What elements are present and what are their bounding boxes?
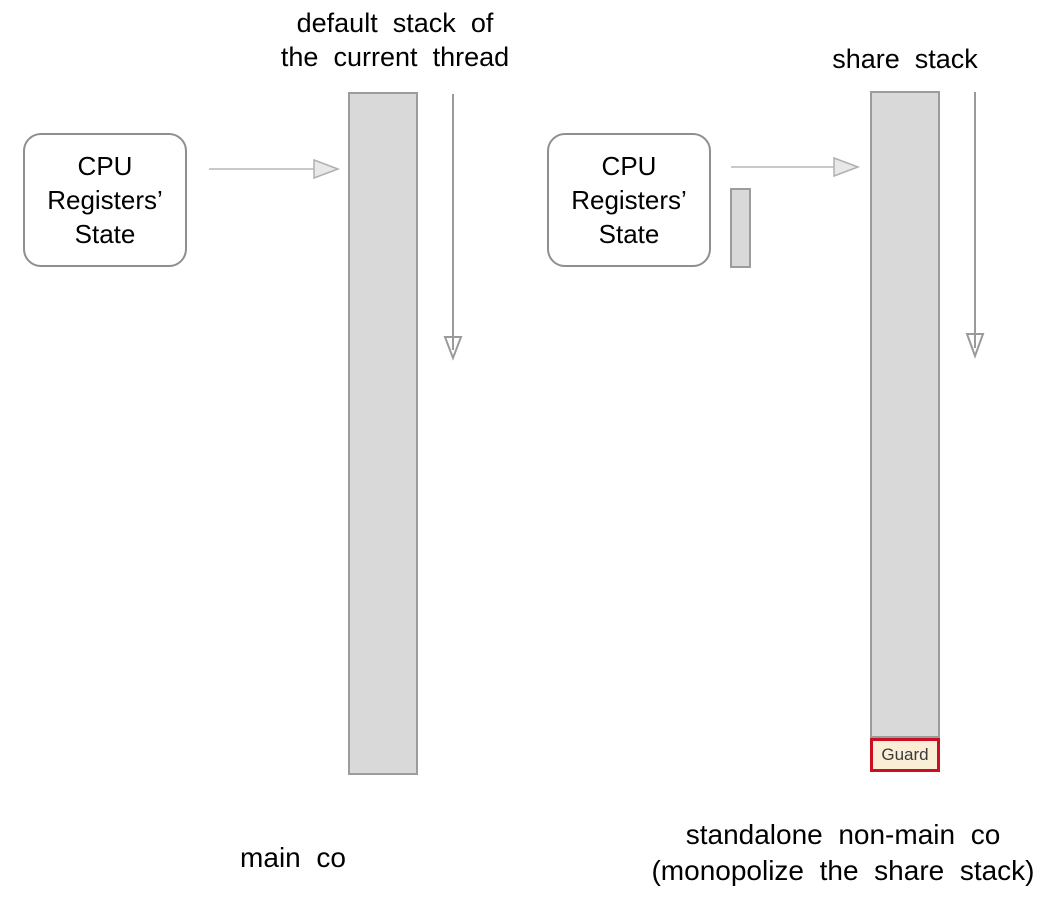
- main-co-caption: main co: [240, 842, 346, 873]
- non-main-co-caption: standalone non-main co (monopolize the s…: [651, 819, 1035, 886]
- guard-box: Guard: [870, 738, 940, 772]
- saved-stack-fragment: [730, 188, 751, 268]
- right-cpu-registers-label: CPU Registers’ State: [571, 151, 687, 249]
- left-cpu-registers-label: CPU Registers’ State: [47, 151, 163, 249]
- left-cpu-to-stack-arrow-icon: [209, 158, 341, 180]
- left-stack-growth-arrow-icon: [443, 94, 463, 361]
- left-cpu-registers-box: CPU Registers’ State: [23, 133, 187, 267]
- right-share-stack: [870, 91, 940, 738]
- right-stack-growth-arrow-icon: [965, 92, 985, 359]
- guard-label: Guard: [881, 745, 929, 764]
- left-stack-title: default stack of the current thread: [280, 8, 510, 72]
- right-cpu-registers-box: CPU Registers’ State: [547, 133, 711, 267]
- left-default-stack: [348, 92, 418, 775]
- right-stack-title: share stack: [832, 44, 978, 74]
- right-cpu-to-stack-arrow-icon: [731, 156, 861, 178]
